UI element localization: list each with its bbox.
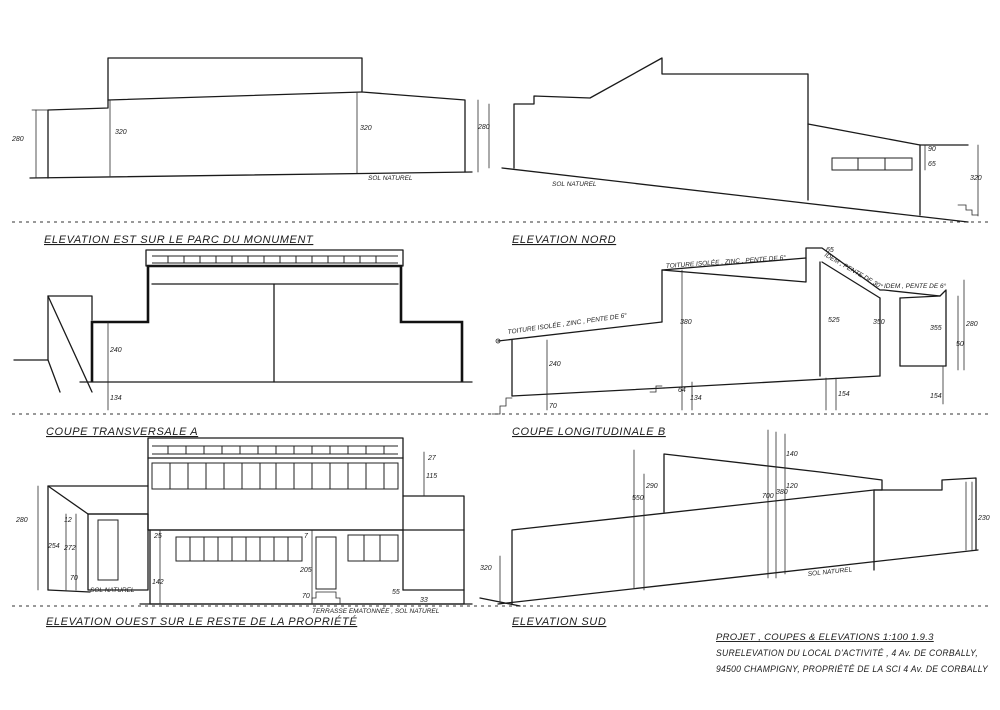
dim-b-280: 280 [965, 321, 978, 328]
title-elevation-ouest: ELEVATION OUEST SUR LE RESTE DE LA PROPR… [46, 615, 357, 628]
coupe-transversale-a: 240 134 COUPE TRANSVERSALE A [13, 249, 473, 438]
dim-b-525: 525 [828, 317, 840, 324]
cartouche-line-3: 94500 CHAMPIGNY, PROPRIÉTÉ DE LA SCI 4 A… [716, 664, 988, 675]
dim-ouest-280: 280 [15, 517, 28, 524]
dim-ouest-12: 12 [64, 517, 72, 524]
dim-ouest-70a: 70 [70, 575, 78, 582]
ground-label-sud: SOL NATUREL [807, 566, 852, 578]
dim-sud-380: 380 [776, 489, 788, 496]
dim-ouest-7: 7 [304, 533, 309, 540]
note-roof-right: IDEM , PENTE DE 30° [823, 251, 884, 291]
title-coupe-longitudinale-b: COUPE LONGITUDINALE B [512, 426, 666, 438]
cartouche-line-2: SURELEVATION DU LOCAL D'ACTIVITÉ , 4 Av.… [716, 648, 978, 659]
dim-b-154b: 154 [930, 393, 942, 400]
elevation-nord: 280 320 90 65 SOL NATUREL ELEVATION NORD [477, 57, 982, 246]
dim-coupe-a-240: 240 [109, 347, 122, 354]
dim-b-240: 240 [548, 361, 561, 368]
coupe-longitudinale-b: TOITURE ISOLÉE , ZINC , PENTE DE 6° TOIT… [491, 247, 978, 438]
dim-nord-90: 90 [928, 146, 936, 153]
dim-b-355: 355 [930, 325, 942, 332]
dim-ouest-115: 115 [426, 473, 437, 480]
dim-sud-290: 290 [645, 483, 658, 490]
note-roof-mid: TOITURE ISOLÉE , ZINC , PENTE DE 6° [666, 253, 787, 270]
dim-coupe-a-134: 134 [110, 395, 122, 402]
dim-inner-left: 320 [115, 129, 127, 136]
dim-nord-left: 280 [477, 124, 490, 131]
dim-sud-230: 230 [977, 515, 990, 522]
dim-ouest-70b: 70 [302, 593, 310, 600]
elevation-sud: 320 550 290 700 380 120 140 230 SOL NATU… [479, 429, 990, 628]
note-roof-far: IDEM , PENTE DE 6° [884, 282, 947, 290]
clerestory-windows [152, 255, 398, 264]
dim-left-height: 280 [11, 136, 24, 143]
dim-ouest-33: 33 [420, 597, 428, 604]
ground-label-ouest: SOL NATUREL [90, 587, 135, 594]
dim-sud-550: 550 [632, 495, 644, 502]
dim-inner-right: 320 [360, 125, 372, 132]
dim-ouest-272: 272 [63, 545, 76, 552]
title-coupe-transversale-a: COUPE TRANSVERSALE A [46, 426, 198, 438]
dim-sud-120: 120 [786, 483, 798, 490]
dim-ouest-25: 25 [153, 533, 162, 540]
dim-b-65: 65 [826, 247, 834, 254]
dim-b-350: 350 [873, 319, 885, 326]
note-roof-left: TOITURE ISOLÉE , ZINC , PENTE DE 6° [507, 310, 628, 336]
dim-sud-140: 140 [786, 451, 798, 458]
title-elevation-sud: ELEVATION SUD [512, 616, 606, 628]
ground-label-est: SOL NATUREL [368, 175, 413, 182]
dim-ouest-27: 27 [427, 455, 437, 462]
terrace-label-ouest: TERRASSE EMATONNÉE , SOL NATUREL [312, 606, 440, 615]
title-elevation-nord: ELEVATION NORD [512, 234, 616, 246]
row-separators [12, 221, 990, 607]
dim-nord-65: 65 [928, 161, 936, 168]
title-block: PROJET , COUPES & ELEVATIONS 1:100 1.9.3… [716, 632, 988, 675]
elevation-est: 280 320 320 SOL NATUREL ELEVATION EST SU… [11, 57, 479, 246]
elevation-ouest: 280 254 272 12 25 115 27 142 205 70 70 5… [15, 437, 473, 628]
dim-b-380: 380 [680, 319, 692, 326]
dim-b-70: 70 [549, 403, 557, 410]
dim-sud-320: 320 [480, 565, 492, 572]
dim-nord-right: 320 [970, 175, 982, 182]
dim-ouest-205: 205 [299, 567, 312, 574]
dim-ouest-55: 55 [392, 589, 400, 596]
dim-ouest-142: 142 [152, 579, 164, 586]
dim-b-154a: 154 [838, 391, 850, 398]
dim-b-134: 134 [690, 395, 702, 402]
dim-ouest-254: 254 [47, 543, 60, 550]
ground-label-nord: SOL NATUREL [552, 181, 597, 188]
cartouche-line-1: PROJET , COUPES & ELEVATIONS 1:100 1.9.3 [716, 632, 934, 643]
dim-sud-700: 700 [762, 493, 774, 500]
dim-b-64: 64 [678, 387, 686, 394]
dim-b-50: 50 [956, 341, 964, 348]
title-elevation-est: ELEVATION EST SUR LE PARC DU MONUMENT [44, 234, 314, 246]
upper-window-bands [151, 445, 399, 490]
